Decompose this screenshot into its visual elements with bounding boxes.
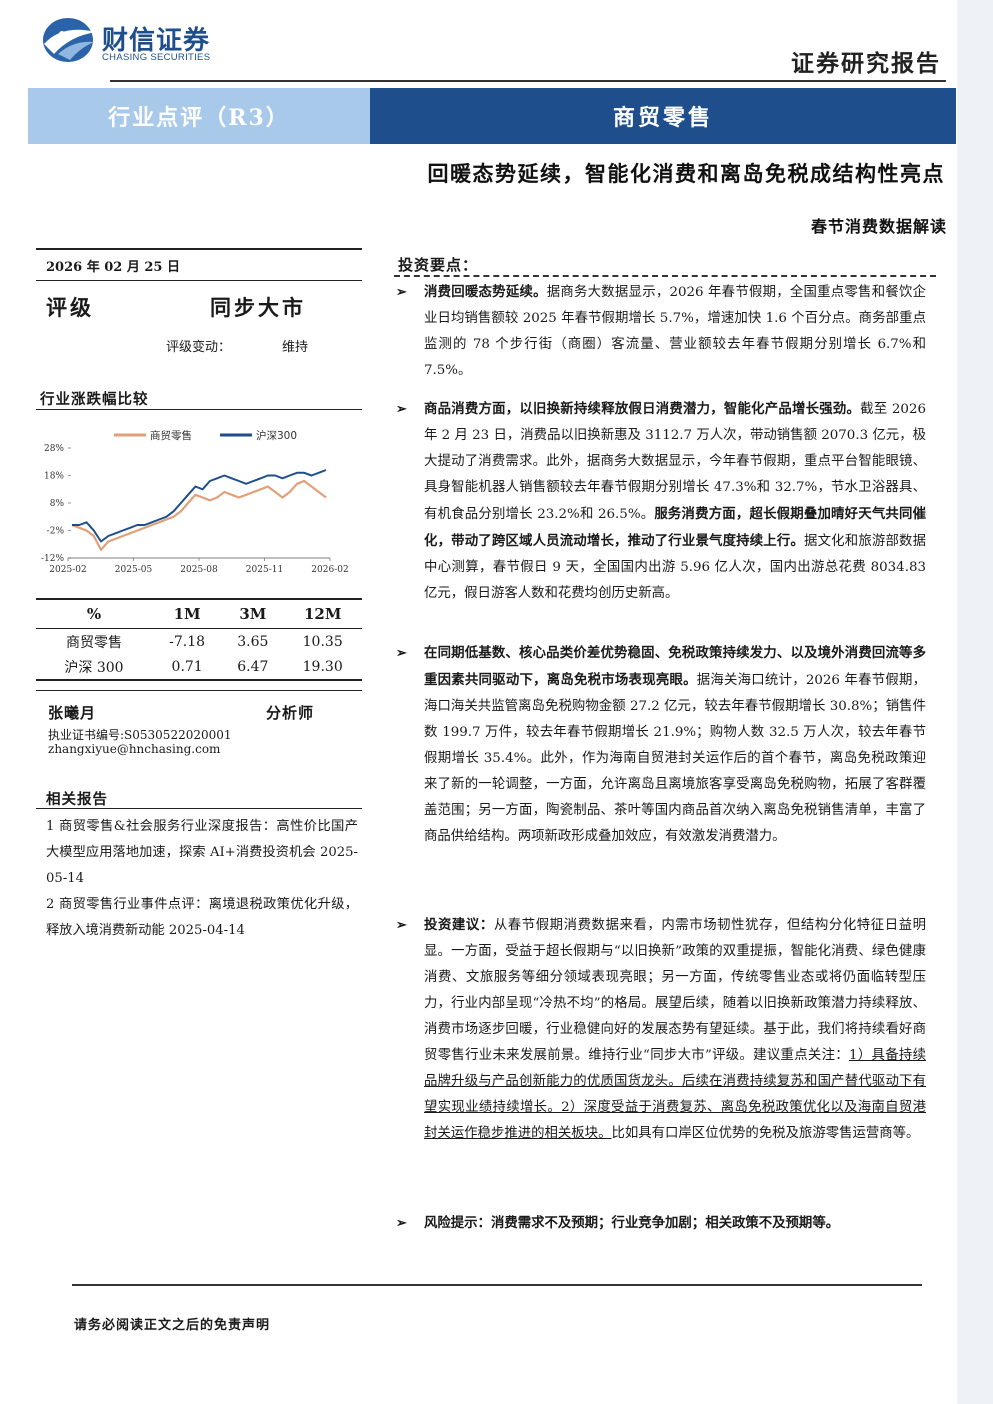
key-points-title: 投资要点： [398, 256, 479, 274]
point-lead: 消费回暖态势延续。 [424, 284, 547, 300]
perf-cell: 10.35 [302, 633, 343, 650]
logo-chinese-name: 财信证券 [102, 25, 211, 55]
disclaimer-note: 请务必阅读正文之后的免责声明 [74, 1318, 271, 1333]
report-headline: 回暖态势延续，智能化消费和离岛免税成结构性亮点 [427, 161, 945, 186]
performance-table-header: % 1M 3M 12M [36, 598, 362, 629]
series-line [72, 469, 327, 543]
analyst-name: 张曦月 [48, 704, 97, 722]
perf-header-1m: 1M [151, 598, 223, 629]
table-row: 商贸零售 -7.18 3.65 10.35 [36, 629, 362, 655]
line-chart-svg: 28% 18% 8% -2% -12%2025-02 2025-05 2025-08 2025… [41, 429, 349, 575]
analyst-rule [36, 690, 362, 691]
rating-change-label: 评级变动： [166, 340, 232, 355]
perf-header-unit: % [36, 598, 152, 629]
rating-label: 评级 [46, 295, 94, 320]
logo-emblem-icon [43, 18, 96, 62]
report-date: 2026 年 02 月 25 日 [46, 260, 180, 275]
point-body: 比如具有口岸区位优势的免税及旅游零售运营商等。 [611, 1126, 920, 1141]
key-point-duty-free: 在同期低基数、核心品类价差优势稳固、免税政策持续发力、以及境外消费回流等多重因素… [424, 640, 926, 850]
bullet-arrow-icon: ➢ [396, 1216, 407, 1231]
series-line [71, 479, 327, 551]
x-tick-label: 2025-05 [115, 565, 153, 575]
key-point-consumption-recovery: 消费回暖态势延续。据商务大数据显示，2026 年春节假期，全国重点零售和餐饮企业… [424, 279, 926, 384]
chart-section-title: 行业涨跌幅比较 [40, 391, 149, 408]
x-tick-label: 2025-02 [49, 565, 86, 575]
point-lead: 在同期低基数、核心品类价差优势稳固、免税政策持续发力、以及境外消费回流等多重因素… [424, 645, 926, 688]
rating-value: 同步大市 [210, 295, 306, 320]
bullet-arrow-icon: ➢ [396, 402, 407, 417]
footer-divider [72, 1284, 922, 1286]
table-row: 沪深 300 0.71 6.47 19.30 [36, 654, 362, 681]
key-points-dashed-rule [394, 275, 936, 277]
report-type-title: 证券研究报告 [791, 50, 941, 77]
perf-header-12m: 12M [283, 598, 362, 629]
key-point-investment-advice: 投资建议：从春节假期消费数据来看，内需市场韧性犹存，但结构分化特征日益明显。一方… [424, 912, 926, 1147]
rating-change-value: 维持 [282, 340, 309, 355]
left-top-rule [36, 248, 362, 250]
company-logo: 财信证券 CHASING SECURITIES [40, 14, 230, 66]
legend-label: 沪深300 [256, 429, 297, 442]
related-report-item[interactable]: 1 商贸零售&社会服务行业深度报告：高性价比国产大模型应用落地加速，探索 AI+… [46, 819, 358, 886]
perf-cell: 3.65 [237, 633, 269, 650]
point-body: 据商务大数据显示，2026 年春节假期，全国重点零售和餐饮企业日均销售额较 20… [424, 285, 926, 378]
point-body: 据海关海口统计，2026 年春节假期，海口海关共监管离岛免税购物金额 27.2 … [424, 673, 927, 844]
point-lead: 服务消费方面，超长假期叠加晴好天气共同催化，带动了跨区域人员流动增长，推动了行业… [424, 506, 927, 549]
chart-section-rule [36, 409, 362, 410]
industry-performance-chart: 28% 18% 8% -2% -12%2025-02 2025-05 2025-08 2025… [34, 414, 364, 586]
y-tick-label: -12% [41, 554, 64, 564]
analyst-email[interactable]: zhangxiyue@hnchasing.com [48, 742, 221, 756]
analyst-certificate: 执业证书编号:S0530522020001 [48, 728, 232, 742]
industry-band: 商贸零售 [370, 88, 956, 144]
perf-cell: 6.47 [222, 654, 284, 681]
header-divider [110, 80, 946, 82]
related-reports-title: 相关报告 [46, 791, 108, 808]
point-focus-1: 1）具备持续品牌升级与产品创新能力的优质国货龙头。后续在消费持续复苏和国产替代驱… [424, 1048, 926, 1115]
bullet-arrow-icon: ➢ [396, 918, 407, 933]
perf-cell: 19.30 [283, 654, 362, 681]
point-lead: 投资建议： [424, 917, 494, 933]
y-tick-label: 18% [44, 472, 64, 482]
point-lead: 风险提示：消费需求不及预期；行业竞争加剧；相关政策不及预期等。 [424, 1215, 840, 1231]
perf-row-name: 商贸零售 [65, 634, 122, 651]
x-tick-label: 2026-02 [311, 565, 348, 575]
point-body: 从春节假期消费数据来看，内需市场韧性犹存，但结构分化特征日益明显。一方面，受益于… [424, 918, 927, 1063]
perf-cell: 0.71 [151, 654, 223, 681]
perf-header-3m: 3M [222, 598, 284, 629]
page-side-strip [957, 0, 993, 1404]
logo-english-name: CHASING SECURITIES [102, 52, 211, 63]
analyst-role: 分析师 [266, 704, 315, 722]
bullet-arrow-icon: ➢ [396, 646, 407, 661]
point-lead: 商品消费方面，以旧换新持续释放假日消费潜力，智能化产品增长强劲。 [424, 401, 861, 417]
perf-row-name: 沪深 300 [36, 654, 152, 681]
x-tick-label: 2025-11 [246, 565, 283, 575]
report-subheadline: 春节消费数据解读 [810, 217, 947, 236]
date-rule [36, 280, 362, 281]
report-category-band: 行业点评（R3） [28, 88, 370, 144]
y-tick-label: 8% [50, 499, 65, 509]
legend-label: 商贸零售 [150, 429, 192, 442]
y-tick-label: 28% [44, 444, 64, 454]
y-tick-label: -2% [47, 527, 65, 537]
point-body: 据文化和旅游部数据中心测算，春节假日 9 天，全国国内出游 5.96 亿人次，国… [424, 534, 927, 601]
related-report-item[interactable]: 2 商贸零售行业事件点评：离境退税政策优化升级，释放入境消费新动能 2025-0… [46, 897, 358, 938]
performance-table: % 1M 3M 12M 商贸零售 -7.18 3.65 10.35 沪深 300… [36, 598, 362, 681]
related-reports-rule [36, 808, 362, 809]
bullet-arrow-icon: ➢ [396, 285, 407, 300]
point-focus-2: 2）深度受益于消费复苏、离岛免税政策优化以及海南自贸港封关运作稳步推进的相关板块… [424, 1100, 926, 1141]
x-tick-label: 2025-08 [180, 565, 218, 575]
key-point-goods-services: 商品消费方面，以旧换新持续释放假日消费潜力，智能化产品增长强劲。截至 2026 … [424, 396, 926, 607]
point-body: 截至 2026 年 2 月 23 日，消费品以旧换新惠及 3112.7 万人次，… [424, 402, 926, 522]
key-point-risk: 风险提示：消费需求不及预期；行业竞争加剧；相关政策不及预期等。 [424, 1210, 926, 1237]
perf-cell: -7.18 [169, 633, 206, 650]
